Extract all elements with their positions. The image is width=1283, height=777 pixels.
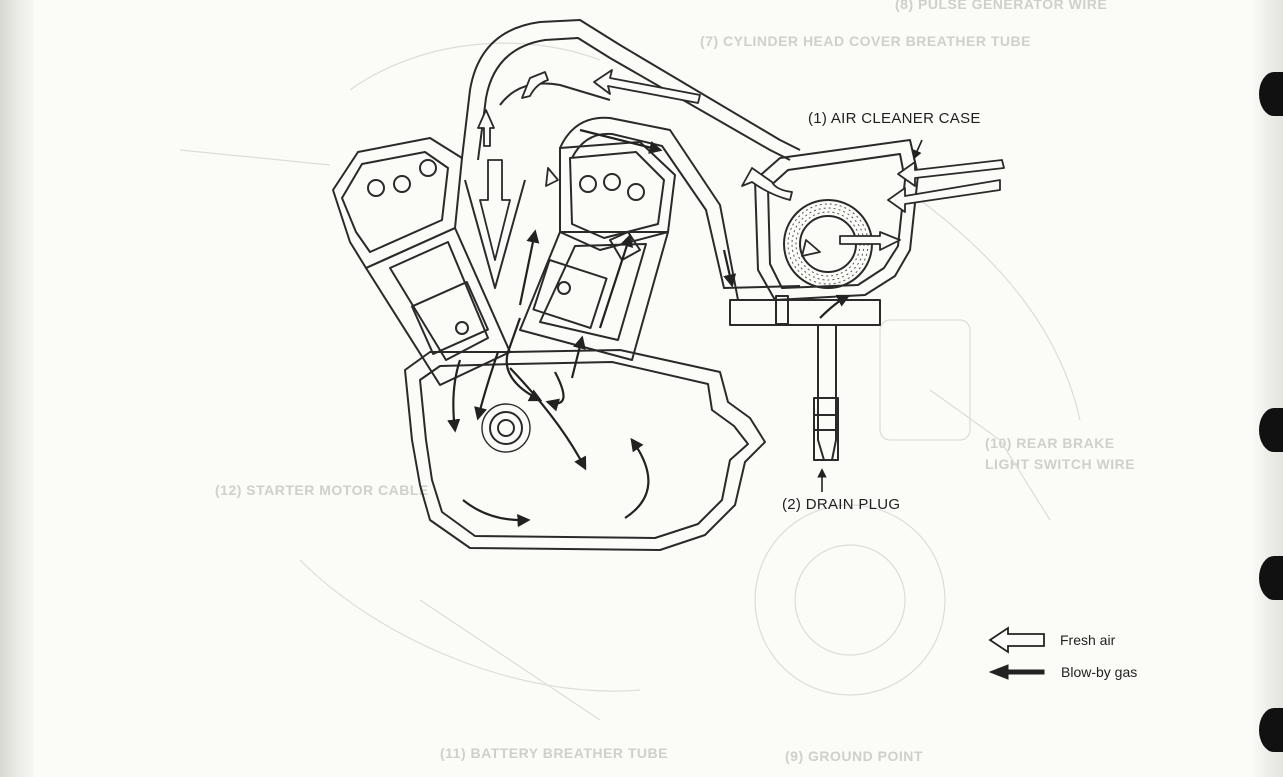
ghost-label-rear-brake-switch: (10) REAR BRAKE LIGHT SWITCH WIRE [985, 435, 1136, 472]
ghost-label-ground-point: (9) GROUND POINT [785, 748, 923, 764]
legend-blow-by-gas-label: Blow-by gas [1061, 664, 1138, 680]
background-ghost-drawing [179, 42, 1081, 721]
legend-fresh-air-icon [988, 626, 1045, 654]
binder-hole [1259, 708, 1283, 752]
air-cleaner-case-drawing [729, 139, 919, 461]
ghost-label-battery-breather: (11) BATTERY BREATHER TUBE [440, 745, 668, 761]
fresh-air-arrows [477, 69, 1005, 261]
engine-outline [332, 137, 766, 551]
legend-fresh-air-label: Fresh air [1060, 632, 1116, 648]
page-binding-edge-right [1251, 0, 1283, 777]
drain-plug-label: (2) DRAIN PLUG [782, 496, 901, 513]
blow-by-gas-arrows [447, 128, 851, 528]
binder-hole [1259, 408, 1283, 452]
ghost-label-starter-motor: (12) STARTER MOTOR CABLE [215, 482, 429, 498]
breather-tubes [461, 19, 801, 301]
ghost-label-pulse-generator: (8) PULSE GENERATOR WIRE [895, 0, 1108, 12]
legend-blow-by-gas-icon [988, 664, 1045, 680]
ghost-label-breather-tube: (7) CYLINDER HEAD COVER BREATHER TUBE [700, 33, 1031, 49]
page-binding-edge-left [0, 0, 34, 777]
binder-hole [1259, 556, 1283, 600]
air-cleaner-leader-line [912, 139, 923, 160]
binder-hole [1259, 72, 1283, 116]
air-cleaner-case-label: (1) AIR CLEANER CASE [808, 110, 981, 127]
